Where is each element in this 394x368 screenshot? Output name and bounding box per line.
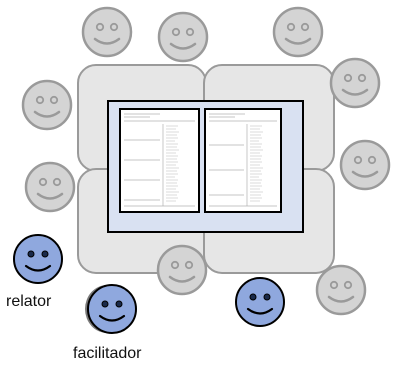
document-page-icon [204, 108, 282, 213]
smiley-face-icon [339, 139, 391, 191]
smiley-face-icon [21, 79, 73, 131]
smiley-face-icon [315, 264, 367, 316]
document-page-icon [119, 108, 200, 213]
smiley-face-icon [272, 6, 324, 58]
smiley-face-icon [156, 244, 208, 296]
participant-blue-face-icon [234, 276, 286, 328]
relator-face-icon [12, 233, 64, 285]
relator-label: relator [6, 293, 52, 310]
facilitador-face-icon [86, 283, 138, 335]
smiley-face-icon [81, 6, 133, 58]
smiley-face-icon [329, 57, 381, 109]
smiley-face-icon [24, 161, 76, 213]
facilitador-label: facilitador [73, 345, 142, 362]
smiley-face-icon [157, 11, 209, 63]
